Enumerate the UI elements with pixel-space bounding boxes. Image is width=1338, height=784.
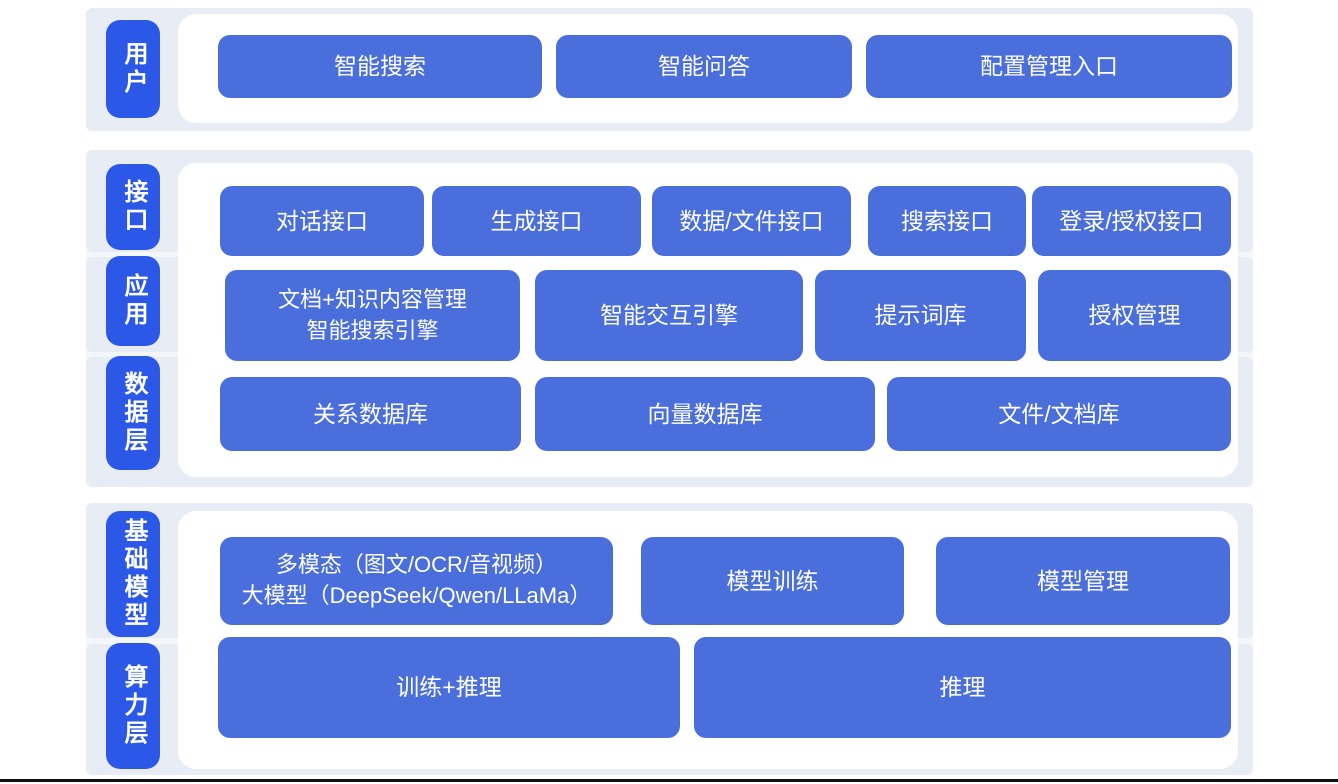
node-auth-management: 授权管理 xyxy=(1038,270,1231,361)
layer-pill-interface: 接口 xyxy=(106,164,160,250)
node-interactive-engine: 智能交互引擎 xyxy=(535,270,803,361)
node-doc-knowledge-search-engine: 文档+知识内容管理 智能搜索引擎 xyxy=(225,270,520,361)
layer-pill-foundation-model: 基础模型 xyxy=(106,511,160,637)
node-multimodal-llm: 多模态（图文/OCR/音视频） 大模型（DeepSeek/Qwen/LLaMa） xyxy=(220,537,613,625)
node-relational-db: 关系数据库 xyxy=(220,377,521,451)
node-file-doc-store: 文件/文档库 xyxy=(887,377,1231,451)
node-generation-api: 生成接口 xyxy=(432,186,641,256)
node-search-api: 搜索接口 xyxy=(868,186,1026,256)
node-dialog-api: 对话接口 xyxy=(220,186,424,256)
node-login-auth-api: 登录/授权接口 xyxy=(1032,186,1231,256)
node-smart-qa: 智能问答 xyxy=(556,35,852,98)
layer-pill-data: 数据层 xyxy=(106,356,160,470)
node-vector-db: 向量数据库 xyxy=(535,377,875,451)
layer-pill-user: 用户 xyxy=(106,20,160,118)
layer-pill-application: 应用 xyxy=(106,256,160,346)
layer-pill-compute: 算力层 xyxy=(106,643,160,769)
node-inference: 推理 xyxy=(694,637,1231,738)
node-prompt-library: 提示词库 xyxy=(815,270,1026,361)
node-data-file-api: 数据/文件接口 xyxy=(652,186,851,256)
node-smart-search: 智能搜索 xyxy=(218,35,542,98)
node-model-management: 模型管理 xyxy=(936,537,1230,625)
node-config-management-entry: 配置管理入口 xyxy=(866,35,1232,98)
node-training-inference: 训练+推理 xyxy=(218,637,680,738)
node-model-training: 模型训练 xyxy=(641,537,904,625)
bottom-divider xyxy=(0,779,1338,782)
